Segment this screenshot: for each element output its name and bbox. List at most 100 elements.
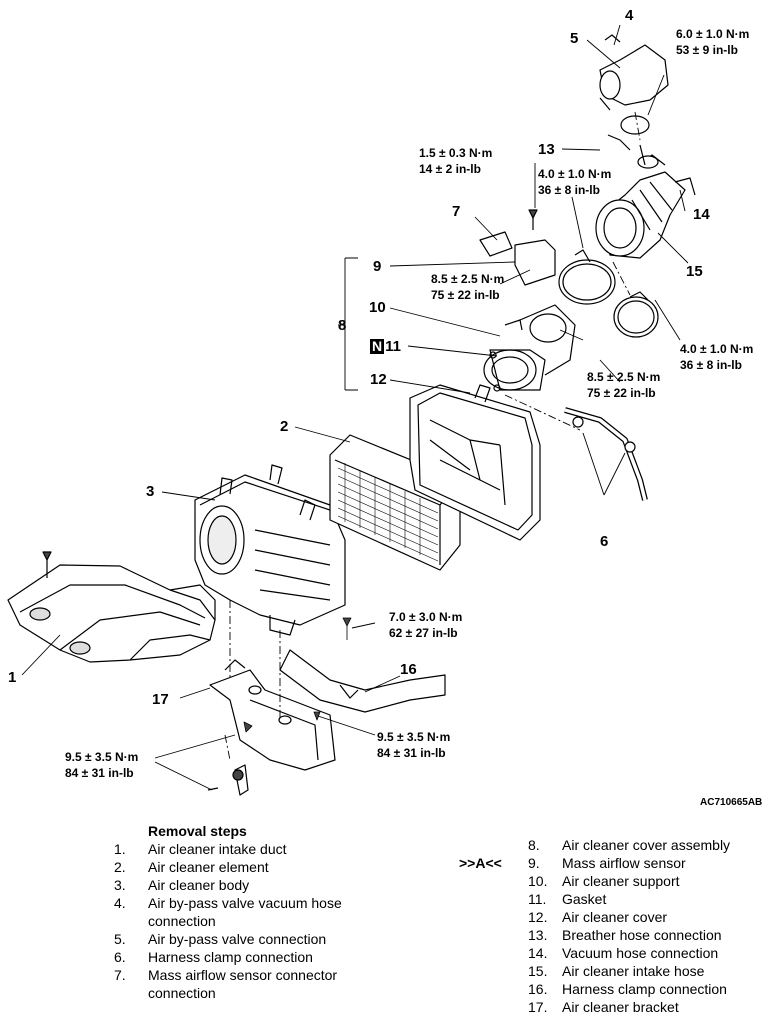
air-cleaner-cover-drawing — [409, 384, 541, 541]
air-cleaner-support-drawing — [483, 304, 576, 392]
removal-step: 10. Air cleaner support — [528, 872, 768, 890]
removal-step-text: Air by-pass valve vacuum hose connection — [148, 895, 342, 929]
removal-step-number: 8. — [528, 837, 540, 853]
leader-lines — [21, 24, 689, 791]
removal-step: 8. Air cleaner cover assembly — [528, 836, 768, 854]
removal-step-number: 17. — [528, 999, 548, 1015]
removal-step-text: Mass airflow sensor — [562, 855, 686, 871]
callout-15: 15 — [686, 263, 703, 280]
removal-step: 13. Breather hose connection — [528, 926, 768, 944]
removal-step: 17. Air cleaner bracket — [528, 998, 768, 1016]
removal-step-number: 13. — [528, 927, 548, 943]
removal-step-text: Air cleaner cover — [562, 909, 668, 925]
procedure-marker: >>A<< — [459, 855, 502, 871]
callout-7: 7 — [452, 203, 461, 220]
removal-step: 1. Air cleaner intake duct — [114, 840, 384, 858]
removal-step-text: Vacuum hose connection — [562, 945, 719, 961]
callout-1: 1 — [8, 669, 17, 686]
callout-2: 2 — [280, 418, 289, 435]
removal-step: 3. Air cleaner body — [114, 876, 384, 894]
callout-5: 5 — [570, 30, 579, 47]
removal-step-text: Air cleaner element — [148, 859, 269, 875]
callout-14: 14 — [693, 206, 710, 223]
removal-step-number: 15. — [528, 963, 548, 979]
callout-8: 8 — [338, 317, 347, 334]
removal-step-number: 5. — [114, 931, 126, 947]
callout-6: 6 — [600, 533, 609, 550]
vacuum-hose-drawing — [564, 407, 648, 501]
air-hose-drawing — [279, 649, 446, 713]
removal-step-text: Harness clamp connection — [148, 949, 313, 965]
removal-step-number: 9. — [528, 855, 540, 871]
removal-step: 6. Harness clamp connection — [114, 948, 384, 966]
removal-step-number: 11. — [528, 891, 547, 907]
figure-code: AC710665AB — [700, 797, 763, 808]
removal-step-number: 7. — [114, 967, 126, 983]
removal-step-number: 1. — [114, 841, 126, 857]
intake-duct-drawing — [7, 551, 216, 663]
removal-step-number: 12. — [528, 909, 548, 925]
callout-17: 17 — [152, 691, 169, 708]
bypass-valve-drawing — [599, 34, 669, 166]
assembly-axis-lines — [224, 111, 641, 761]
removal-step: 7. Mass airflow sensor connector connecti… — [114, 966, 384, 1002]
removal-steps-right: 8. Air cleaner cover assembly 9. Mass airfl… — [528, 836, 768, 1016]
removal-step: 2. Air cleaner element — [114, 858, 384, 876]
removal-step-text: Air by-pass valve connection — [148, 931, 327, 947]
hose-clamp-drawing — [558, 249, 659, 338]
removal-steps-left-list: 1. Air cleaner intake duct 2. Air cleaner e… — [114, 840, 384, 1002]
removal-step: 16. Harness clamp connection — [528, 980, 768, 998]
removal-step-text: Air cleaner body — [148, 877, 250, 893]
removal-steps-right-list: 8. Air cleaner cover assembly 9. Mass airfl… — [528, 836, 768, 1016]
removal-step-text: Mass airflow sensor connector connection — [148, 967, 338, 1001]
bolt-icons — [243, 617, 352, 733]
removal-step: 14. Vacuum hose connection — [528, 944, 768, 962]
removal-step-text: Air cleaner cover assembly — [562, 837, 731, 853]
removal-step: 11. Gasket — [528, 890, 768, 908]
removal-step: 15. Air cleaner intake hose — [528, 962, 768, 980]
callout-9: 9 — [373, 258, 382, 275]
removal-step-text: Air cleaner support — [562, 873, 680, 889]
removal-step-number: 4. — [114, 895, 126, 911]
removal-step-number: 2. — [114, 859, 126, 875]
removal-step-text: Air cleaner intake hose — [562, 963, 705, 979]
removal-step-text: Harness clamp connection — [562, 981, 727, 997]
removal-steps-title: Removal steps — [148, 823, 247, 839]
removal-step-text: Air cleaner intake duct — [148, 841, 287, 857]
air-cleaner-body-drawing — [194, 464, 346, 636]
removal-step: 5. Air by-pass valve connection — [114, 930, 384, 948]
removal-step: 9. Mass airflow sensor — [528, 854, 768, 872]
callout-12: 12 — [370, 371, 387, 388]
removal-step-number: 3. — [114, 877, 126, 893]
removal-step: 12. Air cleaner cover — [528, 908, 768, 926]
removal-step-number: 16. — [528, 981, 548, 997]
callout-16: 16 — [400, 661, 417, 678]
new-part-mark: N — [370, 338, 385, 354]
callout-13: 13 — [538, 141, 555, 158]
removal-step-number: 14. — [528, 945, 548, 961]
removal-step-text: Air cleaner bracket — [562, 999, 679, 1015]
exploded-view-diagram — [7, 24, 696, 796]
callout-3: 3 — [146, 483, 155, 500]
removal-step: 4. Air by-pass valve vacuum hose connecti… — [114, 894, 384, 930]
removal-step-number: 10. — [528, 873, 548, 889]
callout-4: 4 — [625, 7, 634, 24]
air-cleaner-bracket-drawing — [207, 659, 336, 796]
removal-step-text: Gasket — [562, 891, 607, 907]
removal-step-number: 6. — [114, 949, 126, 965]
removal-step-text: Breather hose connection — [562, 927, 722, 943]
callout-10: 10 — [369, 299, 386, 316]
maf-sensor-drawing — [479, 209, 556, 286]
intake-hose-drawing — [595, 154, 696, 259]
